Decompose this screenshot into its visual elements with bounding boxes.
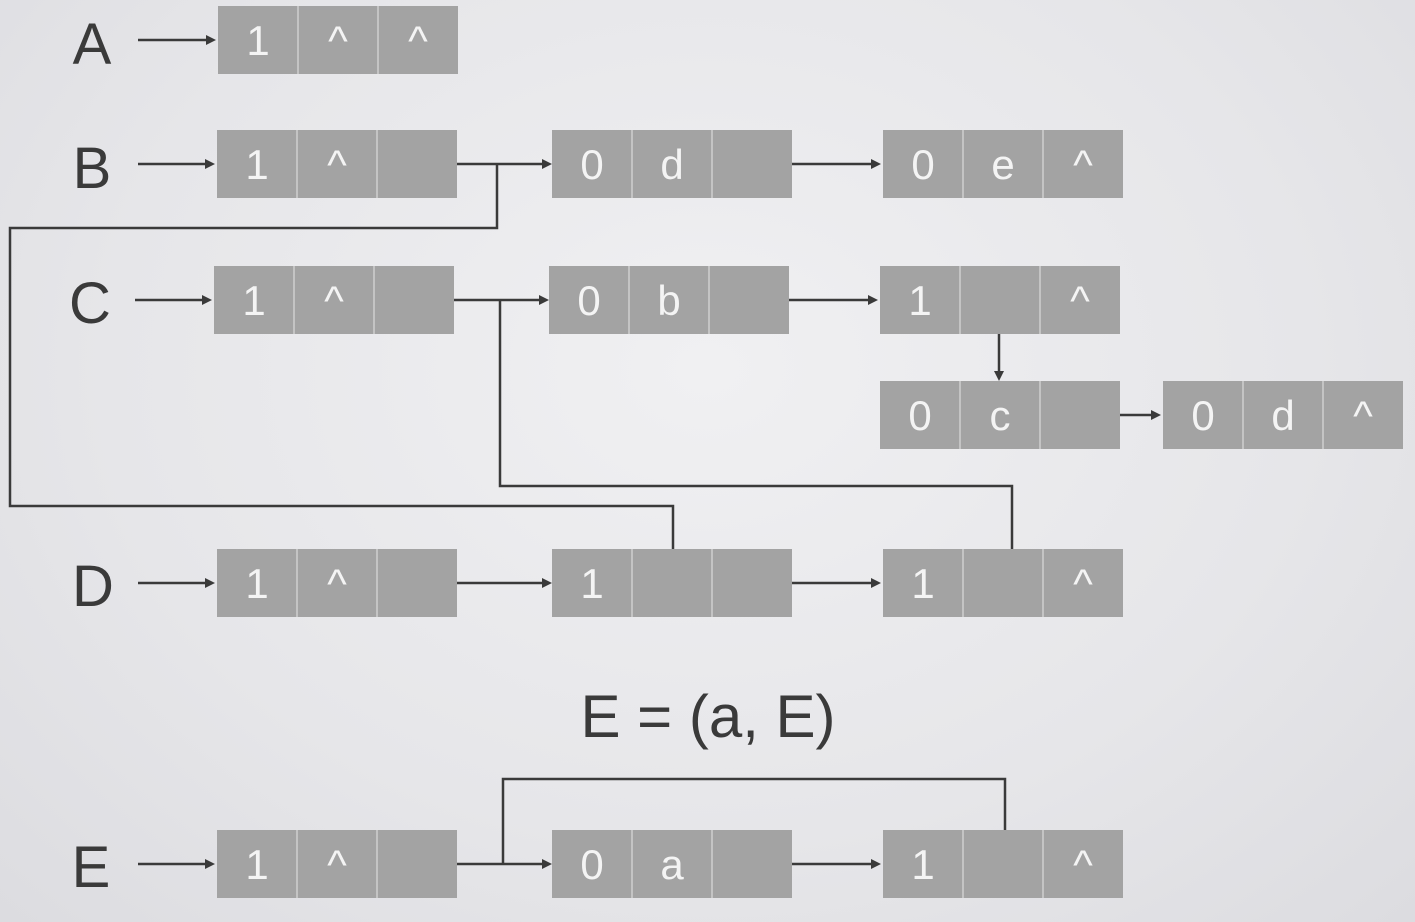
node-cell-text: e: [991, 141, 1014, 188]
list-label-e: E: [72, 835, 111, 900]
node-e3: 1^: [883, 830, 1123, 898]
arrowhead: [994, 371, 1004, 381]
arrowhead: [202, 295, 212, 305]
node-cell-text: 1: [246, 17, 269, 64]
node-box: [217, 549, 457, 617]
node-d3: 1^: [883, 549, 1123, 617]
node-cell-text: d: [660, 141, 683, 188]
node-cell-text: ^: [324, 277, 344, 324]
node-box: [217, 830, 457, 898]
node-cell-text: d: [1271, 392, 1294, 439]
node-cell-text: ^: [1070, 277, 1090, 324]
arrowhead: [542, 578, 552, 588]
pointer-line: [501, 777, 1007, 868]
node-box: [218, 6, 458, 74]
list-label-d: D: [72, 554, 114, 619]
node-cell-text: 0: [580, 141, 603, 188]
arrowhead: [205, 159, 215, 169]
node-box: [880, 266, 1120, 334]
node-cell-text: 1: [580, 560, 603, 607]
list-label-c: C: [69, 271, 111, 336]
node-a: 1 ^ ^: [218, 6, 458, 74]
node-box: [552, 130, 792, 198]
arrowhead: [539, 295, 549, 305]
node-box: [883, 830, 1123, 898]
node-cell-text: 1: [908, 277, 931, 324]
node-cell-text: ^: [408, 17, 428, 64]
node-cell-text: 1: [245, 560, 268, 607]
node-cell-text: a: [660, 841, 684, 888]
pointer-line: [498, 300, 1014, 574]
list-label-a: A: [73, 12, 112, 77]
node-cell-text: 1: [245, 141, 268, 188]
list-label-b: B: [73, 136, 112, 201]
node-cell-text: 0: [908, 392, 931, 439]
node-c5: 0 d ^: [1163, 381, 1403, 449]
node-c1: 1^: [214, 266, 454, 334]
node-box: [552, 830, 792, 898]
node-cell-text: 0: [580, 841, 603, 888]
node-box: [880, 381, 1120, 449]
node-cell-text: 0: [911, 141, 934, 188]
node-c3: 1^: [880, 266, 1120, 334]
node-cell-text: 1: [911, 560, 934, 607]
arrowhead: [871, 159, 881, 169]
arrowhead: [542, 859, 552, 869]
arrowhead: [868, 295, 878, 305]
node-e1: 1^: [217, 830, 457, 898]
arrowhead: [205, 859, 215, 869]
node-cell-text: 1: [911, 841, 934, 888]
node-box: [1163, 381, 1403, 449]
node-box: [549, 266, 789, 334]
node-box: [214, 266, 454, 334]
arrowhead: [206, 35, 216, 45]
node-cell-text: b: [657, 277, 680, 324]
node-cell-text: 1: [245, 841, 268, 888]
node-cell-text: c: [990, 392, 1011, 439]
formula-text: E = (a, E): [580, 683, 835, 750]
arrowhead: [1151, 410, 1161, 420]
node-cell-text: ^: [327, 560, 347, 607]
node-cell-text: ^: [1073, 141, 1093, 188]
node-b3: 0 e ^: [883, 130, 1123, 198]
node-cell-text: ^: [328, 17, 348, 64]
node-box: [883, 549, 1123, 617]
node-cell-text: 0: [577, 277, 600, 324]
pointer-line: [8, 164, 675, 578]
arrowhead: [542, 159, 552, 169]
node-d2: 1: [552, 549, 792, 617]
node-cell-text: 0: [1191, 392, 1214, 439]
node-d1: 1^: [217, 549, 457, 617]
node-cell-text: ^: [1073, 560, 1093, 607]
node-b1: 1^: [217, 130, 457, 198]
node-box: [883, 130, 1123, 198]
node-cell-text: ^: [327, 841, 347, 888]
arrowhead: [871, 859, 881, 869]
arrowhead: [871, 578, 881, 588]
node-cell-text: ^: [1353, 392, 1373, 439]
node-cell-text: ^: [327, 141, 347, 188]
node-box: [552, 549, 792, 617]
node-cell-text: 1: [242, 277, 265, 324]
arrowhead: [205, 578, 215, 588]
node-cell-text: ^: [1073, 841, 1093, 888]
list-labels: AB C D E: [69, 12, 114, 900]
node-box: [217, 130, 457, 198]
